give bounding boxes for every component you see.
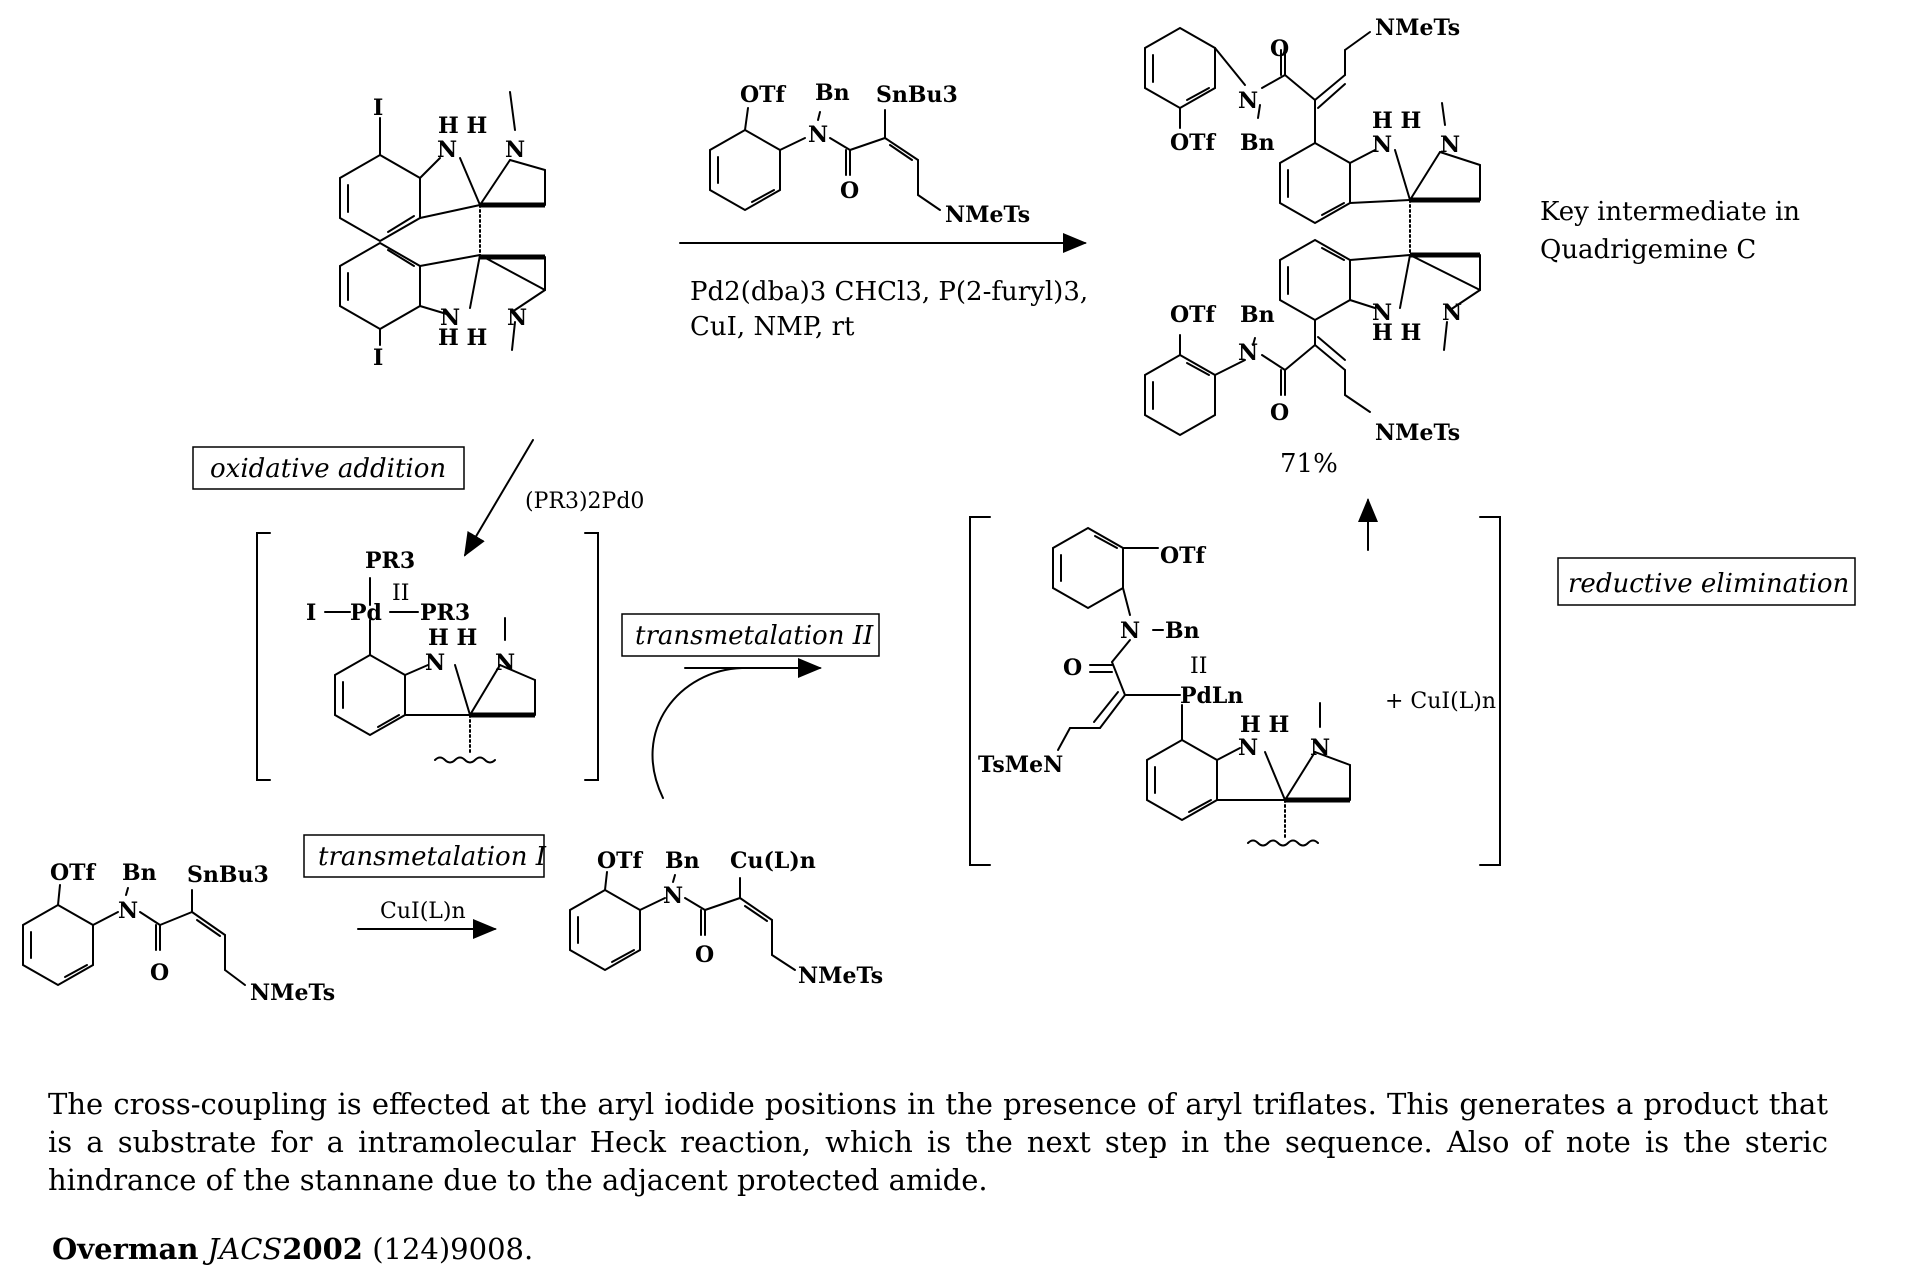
oxidation-state-ii: II xyxy=(392,581,409,606)
atom-n: N xyxy=(1442,300,1462,326)
atom-otf: OTf xyxy=(1170,130,1217,156)
atom-otf: OTf xyxy=(1170,302,1217,328)
atom-o: O xyxy=(1063,655,1082,681)
atom-n: N xyxy=(1238,735,1258,761)
atom-n: N xyxy=(425,650,445,676)
atom-otf: OTf xyxy=(50,860,97,886)
citation: Overman JACS2002 (124)9008. xyxy=(52,1232,533,1266)
reaction-scheme: I H H N N N N H H I xyxy=(22,15,1856,1006)
pd-aryl-vinyl-intermediate xyxy=(969,516,1501,866)
atom-o: O xyxy=(695,942,714,968)
oxidative-addition-label: oxidative addition xyxy=(210,454,446,484)
atom-bn: Bn xyxy=(665,848,700,874)
product-structure xyxy=(1144,26,1481,437)
upper-benzene-ring xyxy=(339,91,546,256)
atom-hh: H H xyxy=(1240,712,1289,738)
atom-pr3: PR3 xyxy=(365,548,415,574)
atom-hh: H H xyxy=(438,113,487,139)
atom-nmets: NMeTs xyxy=(945,202,1030,228)
atom-n: N xyxy=(1372,300,1392,326)
stannane-reagent-top xyxy=(709,107,941,212)
atom-i: I xyxy=(373,95,383,121)
organocopper-intermediate xyxy=(569,871,796,972)
atom-n: N xyxy=(1120,618,1140,644)
product-note-line1: Key intermediate in xyxy=(1540,197,1800,227)
reductive-elimination-label: reductive elimination xyxy=(1568,569,1849,599)
atom-hh: H H xyxy=(1372,320,1421,346)
atom-otf: OTf xyxy=(597,848,644,874)
citation-year: 2002 xyxy=(282,1232,363,1266)
atom-snbu3: SnBu3 xyxy=(187,862,269,888)
pd0-reagent: (PR3)2Pd0 xyxy=(525,489,644,514)
transmetalation-ii-label: transmetalation II xyxy=(635,621,874,651)
citation-journal: JACS xyxy=(207,1232,283,1266)
atom-o: O xyxy=(1270,400,1289,426)
yield-label: 71% xyxy=(1280,449,1338,479)
atom-otf: OTf xyxy=(740,82,787,108)
transmetalation-i-label: transmetalation I xyxy=(318,842,547,872)
atom-nmets: NMeTs xyxy=(1375,15,1460,41)
cui-reagent: CuI(L)n xyxy=(380,899,466,924)
atom-hh: H H xyxy=(438,325,487,351)
atom-culn: Cu(L)n xyxy=(730,848,816,874)
oxidative-addition-arrow xyxy=(463,439,534,557)
atom-hh: H H xyxy=(428,625,477,651)
pd-ii-intermediate xyxy=(256,532,599,781)
citation-author: Overman xyxy=(52,1232,199,1266)
atom-n: N xyxy=(507,305,527,331)
atom-o: O xyxy=(1270,36,1289,62)
atom-bn: Bn xyxy=(1165,618,1200,644)
caption-text: The cross-coupling is effected at the ar… xyxy=(48,1087,1828,1197)
transmetalation-ii-label-box xyxy=(621,613,880,657)
atom-n: N xyxy=(1310,735,1330,761)
stannane-reagent-bottom xyxy=(22,884,246,987)
atom-n: N xyxy=(808,122,828,148)
atom-n: N xyxy=(505,137,525,163)
atom-bn: Bn xyxy=(1240,302,1275,328)
atom-o: O xyxy=(150,960,169,986)
oxidative-addition-label-box xyxy=(192,446,465,490)
atom-n: N xyxy=(495,650,515,676)
cui-byproduct: + CuI(L)n xyxy=(1385,689,1496,714)
atom-nmets: NMeTs xyxy=(798,963,883,989)
atom-hh: H H xyxy=(1372,108,1421,134)
curved-arrow xyxy=(651,667,743,799)
oxidation-state-ii: II xyxy=(1190,654,1207,679)
reductive-elimination-label-box xyxy=(1557,557,1856,606)
product-note-line2: Quadrigemine C xyxy=(1540,235,1756,265)
atom-snbu3: SnBu3 xyxy=(876,82,958,108)
atom-bn: Bn xyxy=(122,860,157,886)
atom-n: N xyxy=(440,305,460,331)
atom-nmets: NMeTs xyxy=(1375,420,1460,446)
atom-pr3: PR3 xyxy=(420,600,470,626)
atom-o: O xyxy=(840,178,859,204)
citation-ref: (124)9008. xyxy=(372,1232,534,1266)
diiodide-dimer: I H H N N N N H H I xyxy=(339,91,546,371)
atom-i: I xyxy=(306,600,316,626)
atom-n: N xyxy=(1372,132,1392,158)
atom-n: N xyxy=(1440,132,1460,158)
atom-i: I xyxy=(373,345,383,371)
atom-n: N xyxy=(1238,340,1258,366)
lower-benzene-ring xyxy=(339,241,546,351)
transmetalation-i-label-box xyxy=(303,834,545,878)
atom-n: N xyxy=(1238,88,1258,114)
atom-pdln: PdLn xyxy=(1180,683,1243,709)
atom-n: N xyxy=(437,137,457,163)
atom-otf: OTf xyxy=(1160,543,1207,569)
atom-bn: Bn xyxy=(1240,130,1275,156)
atom-n: N xyxy=(118,898,138,924)
main-conditions-line1: Pd2(dba)3 CHCl3, P(2-furyl)3, xyxy=(690,277,1088,307)
atom-bn: Bn xyxy=(815,80,850,106)
atom-n: N xyxy=(663,883,683,909)
atom-pd: Pd xyxy=(350,600,382,626)
atom-nmets: NMeTs xyxy=(250,980,335,1006)
main-conditions-line2: CuI, NMP, rt xyxy=(690,312,855,342)
atom-tsmen: TsMeN xyxy=(978,752,1063,778)
